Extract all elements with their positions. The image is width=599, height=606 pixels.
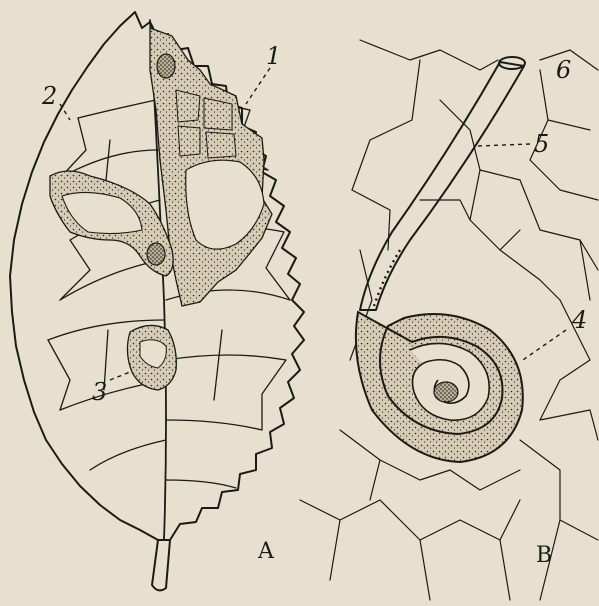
mine-tube (360, 62, 524, 310)
petiole (152, 540, 170, 590)
leader-3 (110, 372, 130, 380)
callouts: 1 2 3 4 5 6 A B (41, 42, 587, 568)
panel-b-mine (300, 40, 598, 600)
callout-5: 5 (534, 130, 549, 158)
larva-mine-2 (147, 243, 165, 265)
larva-spiral (434, 382, 458, 402)
panel-label-a: A (257, 539, 275, 564)
callout-4: 4 (571, 306, 587, 334)
callout-3: 3 (92, 378, 107, 406)
panel-label-b: B (536, 543, 552, 568)
callout-2: 2 (41, 82, 57, 110)
leader-2 (60, 104, 70, 120)
larva-mine-1 (157, 54, 175, 78)
leader-4 (520, 330, 566, 362)
leader-5 (478, 144, 530, 146)
callout-6: 6 (556, 56, 571, 84)
leader-1 (246, 68, 270, 104)
callout-1: 1 (266, 42, 281, 70)
